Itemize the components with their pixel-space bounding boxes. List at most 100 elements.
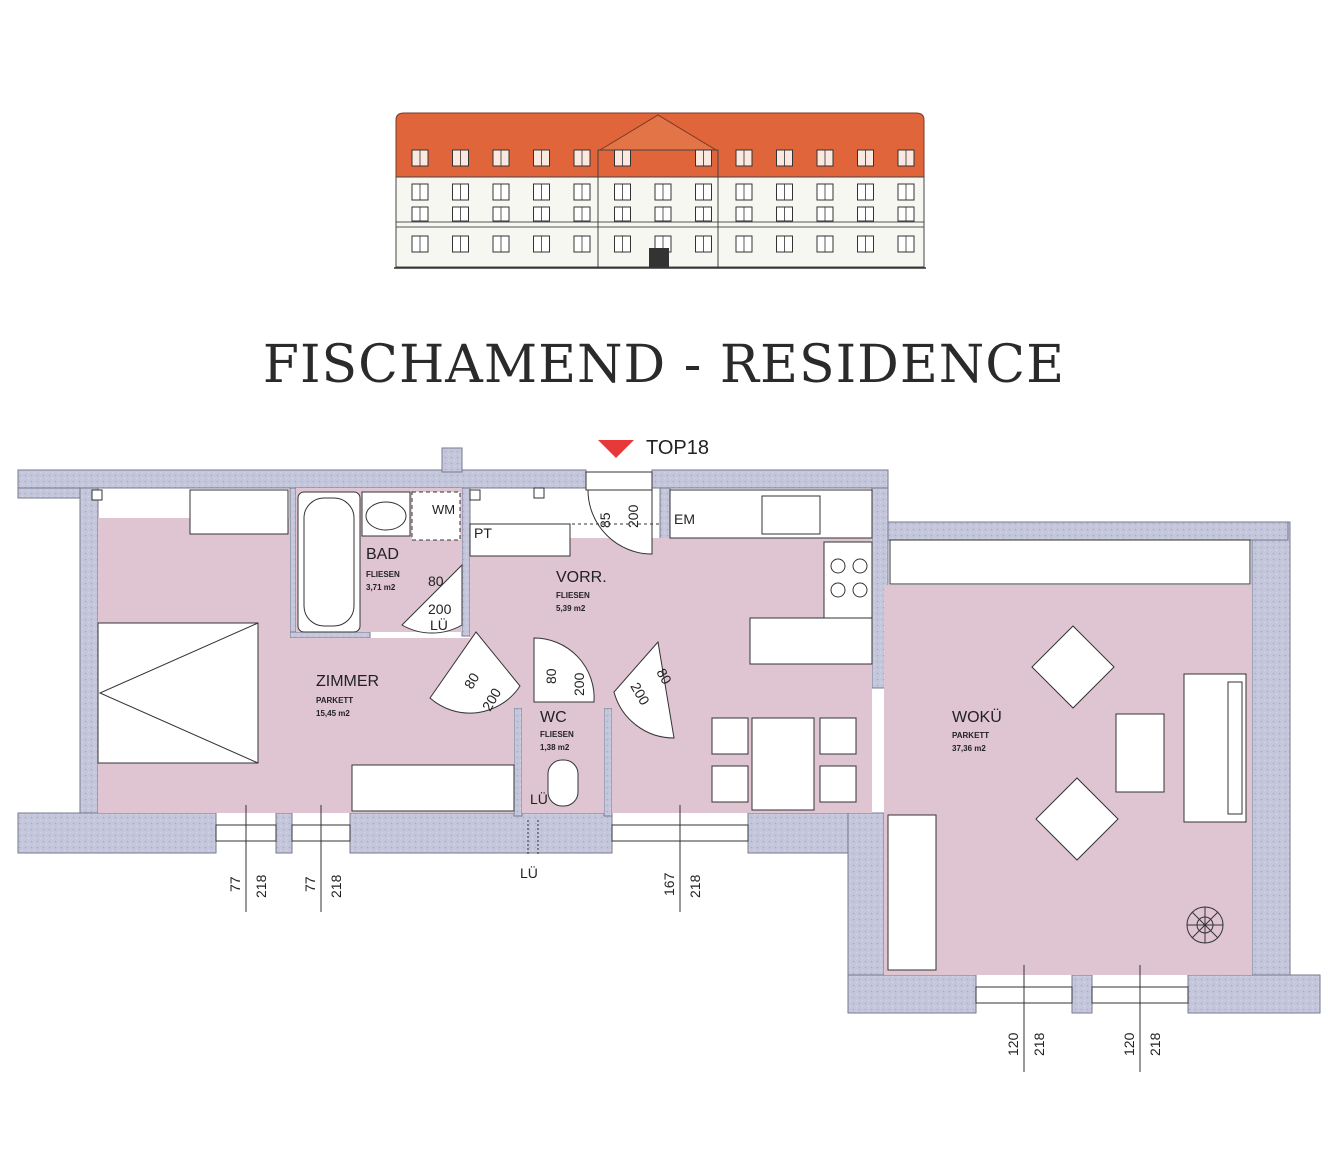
window-height: 218: [1147, 1032, 1163, 1056]
room-name: BAD: [366, 546, 399, 563]
window-width: 120: [1005, 1032, 1021, 1056]
door-width: 80: [461, 670, 483, 692]
window-width: 167: [661, 872, 677, 896]
window-width: 77: [302, 876, 318, 892]
window-height: 218: [328, 874, 344, 898]
entrance-door-frame: [585, 471, 653, 491]
door-width: 80: [428, 573, 444, 589]
bed-cover: [98, 622, 259, 764]
fixture-label-em: EM: [674, 511, 695, 527]
plant-icon: [1186, 906, 1224, 944]
room-wc: WC FLIESEN 1,38 m2: [540, 709, 574, 752]
facade-windows: [411, 149, 915, 253]
electrical-markers: [91, 487, 545, 501]
dining-table: [751, 717, 815, 811]
room-floor: PARKETT: [952, 731, 989, 740]
window-height: 218: [1031, 1032, 1047, 1056]
armchair: [1035, 777, 1119, 861]
window-height: 218: [253, 874, 269, 898]
room-area: 15,45 m2: [316, 709, 350, 718]
kitchen-island: [749, 617, 873, 665]
wall-living-bottom-3: [1187, 974, 1321, 1014]
room-vorr: VORR. FLIESEN 5,39 m2: [556, 569, 607, 613]
wc-toilet: [547, 759, 579, 807]
room-floor: FLIESEN: [366, 570, 400, 579]
dining-chair: [819, 765, 857, 803]
wall-wc-right: [603, 707, 613, 817]
wall-bottom-3: [349, 812, 613, 854]
wall-bottom-2: [275, 812, 293, 854]
room-name: ZIMMER: [316, 673, 379, 690]
unit-marker-icon: [598, 440, 634, 458]
armchair: [1031, 625, 1115, 709]
living-cabinet: [887, 814, 937, 971]
socket-icon: [533, 487, 545, 499]
dining-chair: [711, 717, 749, 755]
room-floor: PARKETT: [316, 696, 353, 705]
chimney: [441, 447, 463, 473]
dining-chair: [819, 717, 857, 755]
wall-bath-bottom: [289, 631, 371, 639]
wall-left-pier: [79, 487, 99, 814]
room-woku: WOKÜ PARKETT 37,36 m2: [952, 708, 1002, 753]
kitchen-stove: [823, 541, 873, 619]
room-area: 3,71 m2: [366, 583, 396, 592]
window-height: 218: [687, 874, 703, 898]
door-height: 200: [428, 601, 452, 617]
room-name: WOKÜ: [952, 708, 1002, 726]
wall-bottom-1: [17, 812, 217, 854]
building-facade-illustration: [394, 112, 926, 269]
dimension-lines: [245, 523, 1141, 1072]
door-width: 80: [653, 666, 675, 688]
wc-door-swing: [533, 637, 595, 703]
wall-left-cap: [17, 487, 81, 499]
zimmer-door-swing: [429, 631, 521, 714]
wall-bath-left: [289, 487, 297, 637]
room-zimmer: ZIMMER PARKETT 15,45 m2: [316, 673, 379, 718]
door-height: 200: [625, 504, 641, 528]
facade-entrance: [649, 248, 669, 267]
wall-living-bottom-2: [1071, 974, 1093, 1014]
sofa-back: [1227, 681, 1243, 815]
wardrobe: [189, 489, 289, 535]
door-width: 80: [543, 668, 559, 684]
page-title: FISCHAMEND - RESIDENCE: [262, 335, 1066, 395]
fixture-label-lu-outer: LÜ: [520, 864, 538, 881]
sink-basin: [365, 501, 407, 531]
room-area: 1,38 m2: [540, 743, 570, 752]
window-width: 120: [1121, 1032, 1137, 1056]
wall-living-right: [1251, 521, 1291, 976]
stove-burners: [830, 558, 868, 598]
door-width: 85: [597, 512, 613, 528]
kitchen-door-swing: [613, 640, 675, 739]
room-bad: BAD FLIESEN 3,71 m2: [366, 546, 400, 592]
room-name: WC: [540, 709, 567, 726]
entrance-door-swing: [587, 489, 653, 555]
room-area: 5,39 m2: [556, 604, 586, 613]
coffee-table: [1115, 713, 1165, 793]
bed: [97, 622, 259, 764]
bathtub-inner: [303, 497, 355, 627]
door-height: 200: [571, 672, 587, 696]
wall-hall-left: [461, 487, 471, 637]
fixture-label-pt: PT: [474, 525, 492, 541]
socket-icon: [469, 489, 481, 501]
socket-icon: [91, 489, 103, 501]
window-width: 77: [227, 876, 243, 892]
zimmer-sideboard: [351, 764, 515, 812]
unit-label: TOP18: [646, 437, 709, 459]
room-floor: FLIESEN: [540, 730, 574, 739]
fixture-label-wm: WM: [432, 502, 455, 517]
wall-living-bottom-1: [847, 974, 977, 1014]
kitchen-sink: [761, 495, 821, 535]
room-name: VORR.: [556, 569, 607, 586]
room-floor: FLIESEN: [556, 591, 590, 600]
bath-door-swing: [401, 563, 463, 634]
floor-plan: TOP18 BAD FLIESEN 3,71 m2 VORR. FLIESEN …: [17, 437, 1321, 1072]
wall-top-left: [17, 469, 587, 489]
room-area: 37,36 m2: [952, 744, 986, 753]
dining-chair: [711, 765, 749, 803]
door-swings: [401, 489, 675, 739]
fixture-label-lu-bath: LÜ: [430, 616, 448, 633]
